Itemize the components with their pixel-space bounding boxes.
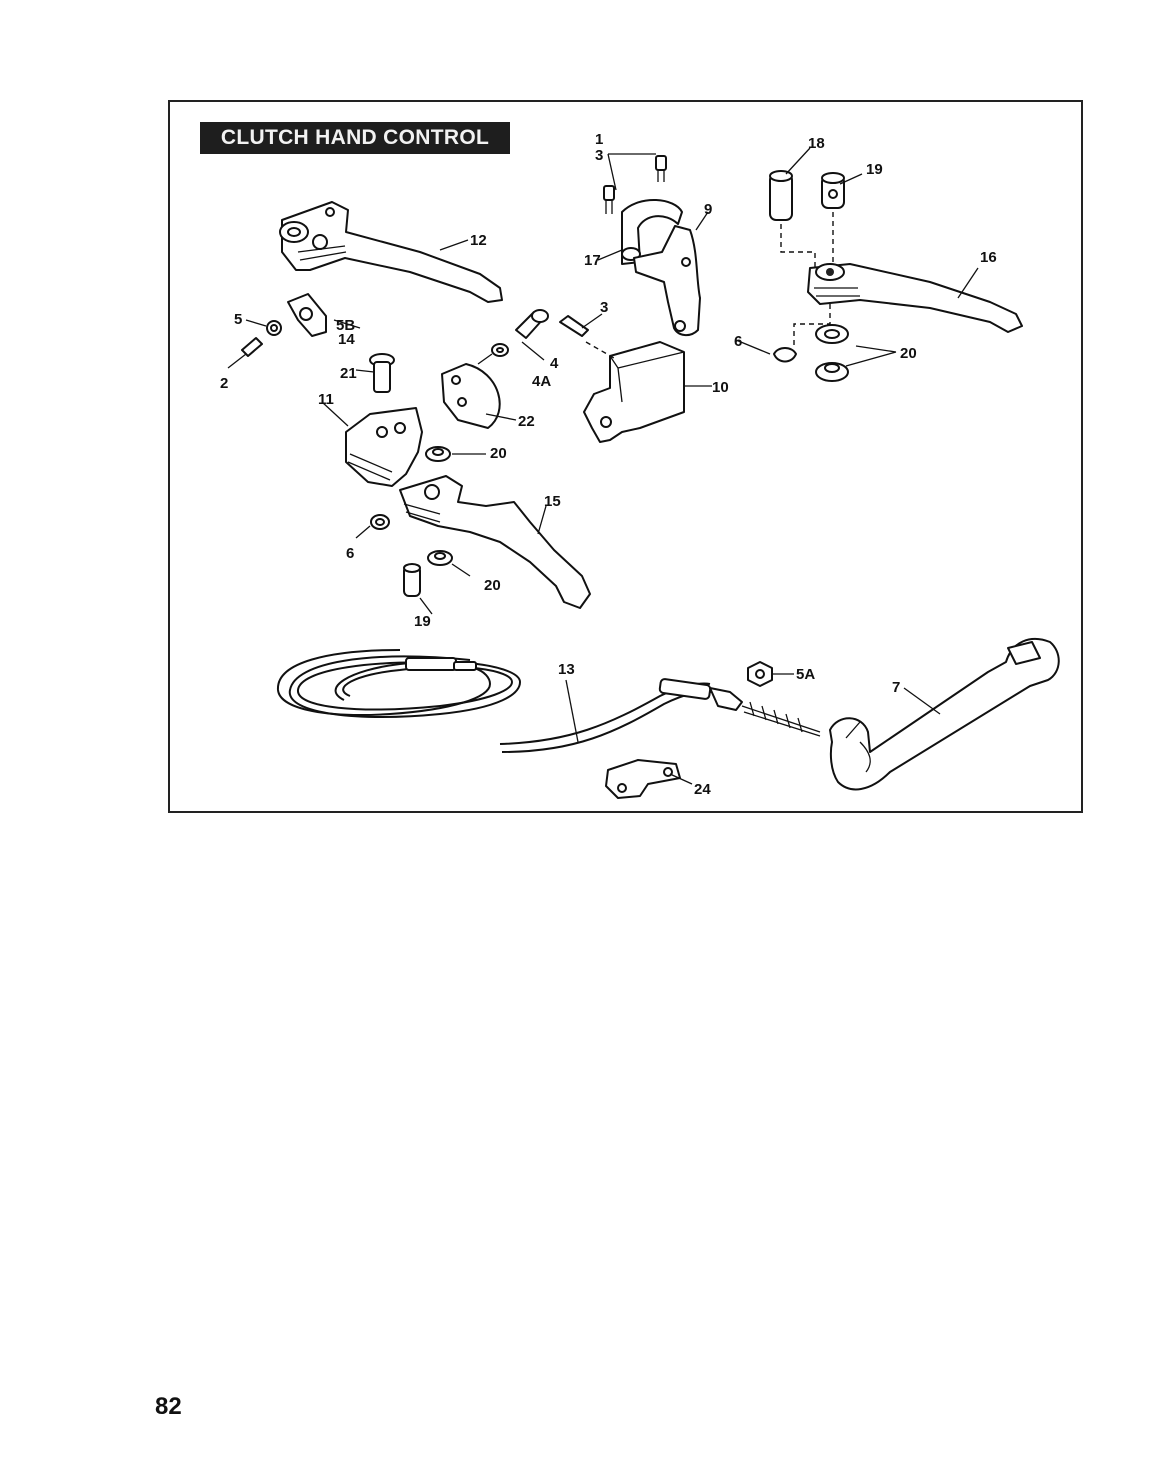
part-20-bushing-left-lower [427, 550, 453, 566]
callout-4: 4 [550, 355, 559, 372]
part-21-pin [369, 353, 395, 393]
diagram-title: CLUTCH HAND CONTROL [220, 126, 490, 149]
callout-21: 21 [340, 365, 357, 382]
part-5B-cable-clamp [287, 293, 327, 337]
callout-5B: 5B [336, 317, 355, 334]
callout-labels: 1 3 18 19 9 12 17 16 3 5 5B 14 4 2 21 4A… [220, 131, 997, 798]
callout-22: 22 [518, 413, 535, 430]
part-6-clip-right [773, 347, 797, 363]
callout-20c: 20 [484, 577, 501, 594]
callout-19a: 19 [866, 161, 883, 178]
part-7-release-arm [829, 637, 1060, 791]
callout-5A: 5A [796, 666, 815, 683]
callout-17: 17 [584, 252, 601, 269]
callout-12: 12 [470, 232, 487, 249]
callout-5: 5 [234, 311, 242, 328]
callout-20b: 20 [490, 445, 507, 462]
callout-4A: 4A [532, 373, 551, 390]
leader-lines [227, 147, 979, 785]
callout-18: 18 [808, 135, 825, 152]
callout-11: 11 [318, 391, 334, 408]
part-10-housing [583, 341, 685, 443]
part-6-clip-left [370, 514, 390, 530]
part-2-screw [241, 337, 263, 357]
callout-6b: 6 [346, 545, 354, 562]
assembly-line-18 [780, 224, 816, 268]
part-13-cable [276, 649, 821, 753]
part-11-bracket [345, 407, 423, 487]
callout-20a: 20 [900, 345, 917, 362]
part-22-cam [441, 363, 501, 429]
part-12-lever [279, 201, 503, 303]
assembly-line-16 [793, 304, 831, 348]
page-number: 82 [155, 1393, 182, 1420]
callout-2: 2 [220, 375, 228, 392]
callout-24: 24 [694, 781, 711, 798]
callout-10: 10 [712, 379, 729, 396]
callout-19b: 19 [414, 613, 431, 630]
part-4A-washer [491, 343, 509, 357]
part-20-bushing-right-upper [815, 324, 849, 344]
callout-1: 1 [595, 131, 603, 148]
assembly-line-3-mid [585, 341, 615, 359]
part-9-clamp-bracket [633, 225, 701, 336]
callout-6a: 6 [734, 333, 742, 350]
callout-13: 13 [558, 661, 575, 678]
diagram-title-banner: CLUTCH HAND CONTROL [200, 122, 510, 154]
part-3-screw-top-left [603, 185, 615, 214]
part-20-bushing-right-lower [815, 362, 849, 382]
part-3-screw-mid [559, 315, 589, 337]
callout-14: 14 [338, 331, 355, 348]
part-5A-nut [747, 661, 773, 687]
exploded-parts-drawing: 1 3 18 19 9 12 17 16 3 5 5B 14 4 2 21 4A… [220, 131, 1060, 799]
callout-3a: 3 [595, 147, 603, 164]
part-16-lever [807, 263, 1023, 333]
part-19-pivot-right [821, 172, 845, 209]
callout-16: 16 [980, 249, 997, 266]
part-19-pivot-left [403, 563, 421, 597]
callout-15: 15 [544, 493, 561, 510]
part-5-washer [266, 320, 282, 336]
part-4-screw [515, 309, 549, 339]
parts-diagram-frame: CLUTCH HAND CONTROL [168, 100, 1083, 813]
part-18-pin [769, 170, 793, 221]
callout-9: 9 [704, 201, 712, 218]
part-3-screw-top-right [655, 155, 667, 182]
part-24-bracket [605, 759, 681, 799]
callout-7: 7 [892, 679, 900, 696]
part-20-bushing-left-upper [425, 446, 451, 462]
part-15-lever [399, 475, 591, 609]
callout-3b: 3 [600, 299, 608, 316]
